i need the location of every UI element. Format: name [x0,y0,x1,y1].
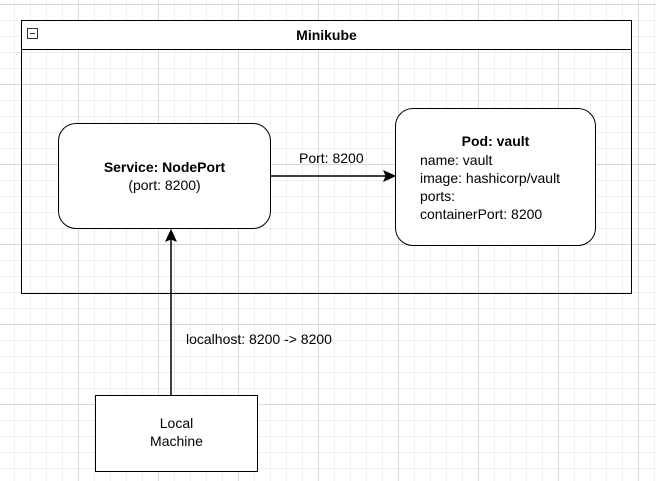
minikube-container[interactable]: Minikube [21,20,632,294]
edge-label-localhost: localhost: 8200 -> 8200 [186,331,332,347]
service-node[interactable]: Service: NodePort (port: 8200) [58,123,271,229]
container-header: Minikube [22,21,631,50]
pod-container-port-line: containerPort: 8200 [420,206,543,222]
service-title: Service: NodePort [103,159,226,175]
pod-ports-line: ports: [420,188,456,204]
collapse-icon[interactable] [27,28,38,39]
container-title: Minikube [296,27,357,43]
service-port-detail: (port: 8200) [128,177,201,193]
local-machine-line1: Local [159,415,194,431]
pod-image-line: image: hashicorp/vault [420,170,561,186]
local-machine-node[interactable]: Local Machine [95,395,258,472]
pod-title: Pod: vault [461,133,530,149]
pod-name-line: name: vault [420,152,493,168]
pod-details: name: vault image: hashicorp/vault ports… [420,151,561,223]
pod-node[interactable]: Pod: vault name: vault image: hashicorp/… [395,108,596,246]
local-machine-line2: Machine [150,433,203,449]
edge-label-port: Port: 8200 [299,150,364,166]
